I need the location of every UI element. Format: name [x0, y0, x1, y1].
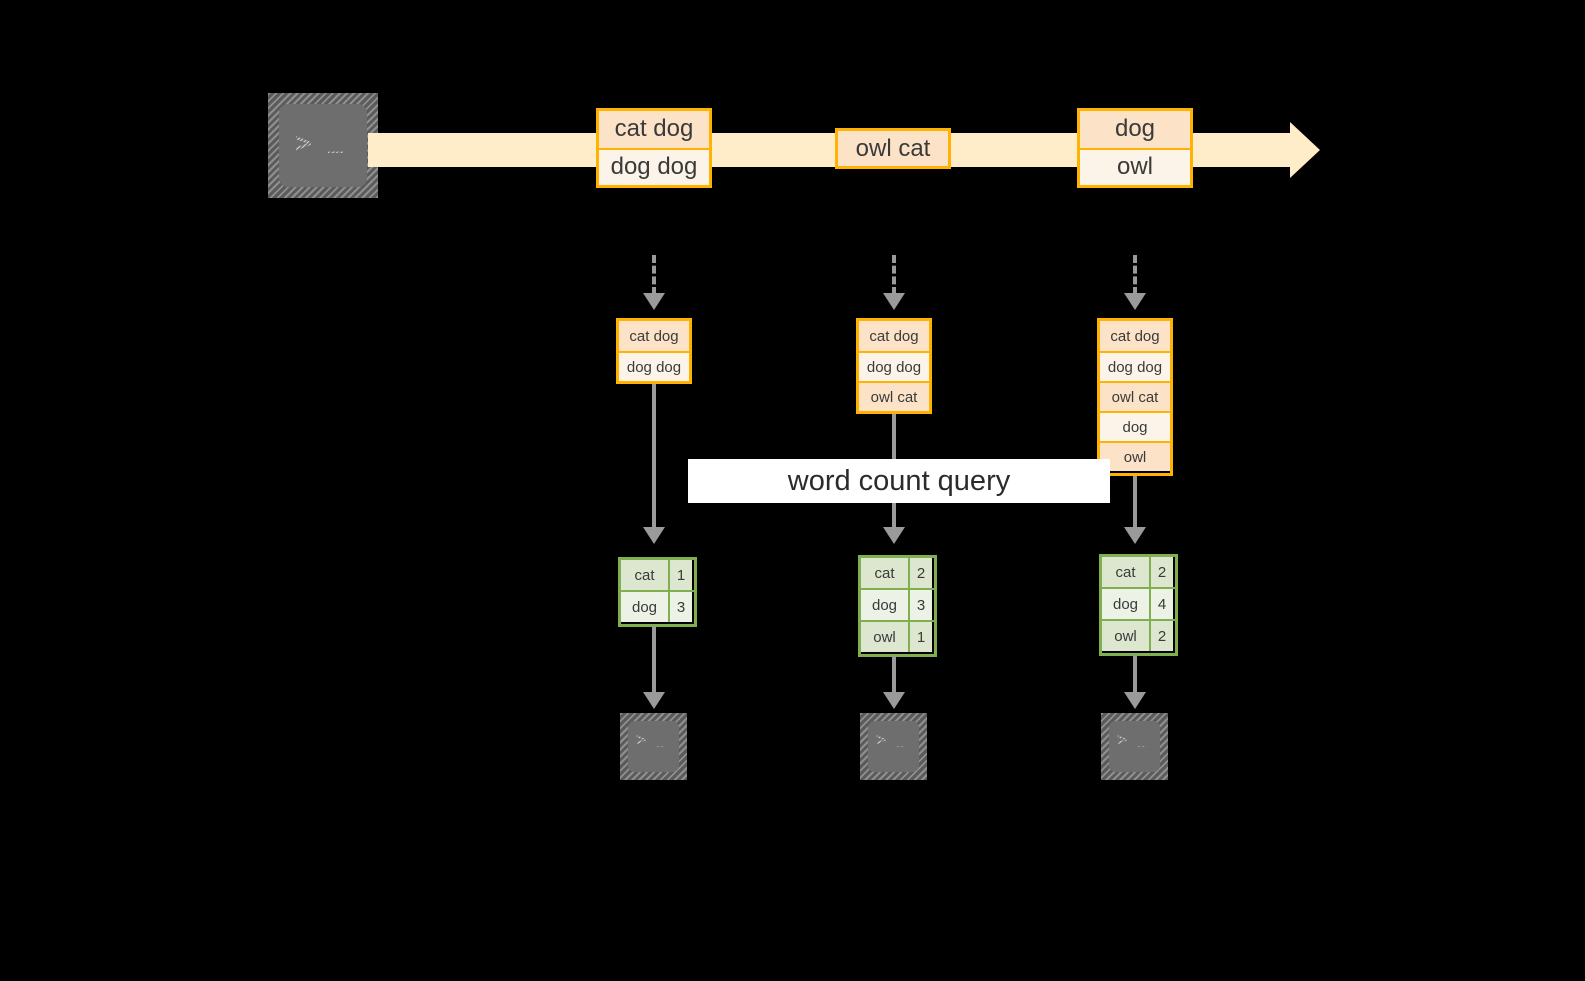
snapshot-3-result-table[interactable]: cat 2 dog 4 owl 2 — [1099, 554, 1178, 656]
sink-terminal-prompt-icon: > — [636, 730, 648, 750]
sink-terminal-cursor-icon: _ — [1137, 729, 1148, 748]
stream-event-cell: cat dog — [599, 111, 709, 148]
snapshot-1-query-line — [652, 384, 656, 529]
result-count: 3 — [668, 592, 692, 622]
result-word: cat — [861, 558, 908, 588]
snapshot-1-query-arrowhead — [643, 527, 665, 544]
sink-terminal-cursor-icon: _ — [896, 729, 907, 748]
snapshot-3-dashed-connector — [1133, 255, 1137, 295]
snapshot-2-sink-arrowhead — [883, 692, 905, 709]
result-count: 3 — [908, 590, 932, 620]
snapshot-1-input-cell: dog dog — [619, 351, 689, 381]
snapshot-2-input-cell: owl cat — [859, 381, 929, 411]
result-count: 1 — [668, 560, 692, 590]
stream-event-cell: dog dog — [599, 147, 709, 185]
result-word: dog — [861, 590, 908, 620]
table-row: owl 1 — [861, 620, 934, 652]
snapshot-3-query-arrowhead — [1124, 527, 1146, 544]
query-label-text: word count query — [787, 464, 1011, 497]
snapshot-1-result-table[interactable]: cat 1 dog 3 — [618, 557, 697, 627]
sink-terminal-body — [868, 721, 919, 772]
query-label: word count query — [688, 459, 1110, 503]
result-count: 2 — [908, 558, 932, 588]
source-terminal-cursor-icon: _ — [328, 125, 345, 155]
source-terminal-body — [279, 104, 367, 187]
sink-terminal-prompt-icon: > — [1117, 730, 1129, 750]
stream-event-box-2[interactable]: owl cat — [835, 128, 951, 169]
snapshot-1-dashed-connector — [652, 255, 656, 295]
sink-terminal-body — [1109, 721, 1160, 772]
table-row: owl 2 — [1102, 619, 1175, 651]
snapshot-3-input-box[interactable]: cat dog dog dog owl cat dog owl — [1097, 318, 1173, 476]
table-row: cat 2 — [861, 558, 934, 588]
table-row: dog 3 — [621, 590, 694, 622]
result-count: 2 — [1149, 557, 1173, 587]
stream-event-box-3[interactable]: dog owl — [1077, 108, 1193, 188]
snapshot-1-dashed-arrowhead — [643, 293, 665, 310]
source-terminal-icon: > _ — [268, 93, 378, 198]
snapshot-3-sink-line — [1133, 655, 1137, 694]
snapshot-3-dashed-arrowhead — [1124, 293, 1146, 310]
snapshot-2-input-cell: dog dog — [859, 351, 929, 381]
snapshot-3-query-line — [1133, 476, 1137, 529]
sink-terminal-body — [628, 721, 679, 772]
stream-event-box-1[interactable]: cat dog dog dog — [596, 108, 712, 188]
result-word: dog — [1102, 589, 1149, 619]
source-terminal-prompt-icon: > — [295, 126, 313, 159]
snapshot-1-input-box[interactable]: cat dog dog dog — [616, 318, 692, 384]
result-word: owl — [1102, 621, 1149, 651]
snapshot-3-input-cell: owl — [1100, 441, 1170, 471]
snapshot-3-input-cell: owl cat — [1100, 381, 1170, 411]
snapshot-3-input-cell: dog dog — [1100, 351, 1170, 381]
table-row: dog 4 — [1102, 587, 1175, 619]
snapshot-3-sink-arrowhead — [1124, 692, 1146, 709]
stream-event-cell: dog — [1080, 111, 1190, 148]
snapshot-1-input-cell: cat dog — [619, 321, 689, 351]
snapshot-2-sink-line — [892, 656, 896, 694]
stream-event-cell: owl — [1080, 147, 1190, 185]
snapshot-2-input-box[interactable]: cat dog dog dog owl cat — [856, 318, 932, 414]
stream-event-cell: owl cat — [838, 131, 948, 166]
result-word: owl — [861, 622, 908, 652]
snapshot-2-dashed-connector — [892, 255, 896, 295]
snapshot-2-result-table[interactable]: cat 2 dog 3 owl 1 — [858, 555, 937, 657]
result-count: 2 — [1149, 621, 1173, 651]
sink-terminal-prompt-icon: > — [876, 730, 888, 750]
snapshot-2-query-arrowhead — [883, 527, 905, 544]
result-word: dog — [621, 592, 668, 622]
result-count: 4 — [1149, 589, 1173, 619]
sink-terminal-cursor-icon: _ — [656, 729, 667, 748]
result-count: 1 — [908, 622, 932, 652]
snapshot-2-dashed-arrowhead — [883, 293, 905, 310]
snapshot-2-sink-terminal-icon: > _ — [860, 713, 927, 780]
snapshot-1-sink-line — [652, 626, 656, 694]
snapshot-3-input-cell: cat dog — [1100, 321, 1170, 351]
snapshot-2-input-cell: cat dog — [859, 321, 929, 351]
table-row: cat 2 — [1102, 557, 1175, 587]
result-word: cat — [621, 560, 668, 590]
snapshot-3-input-cell: dog — [1100, 411, 1170, 441]
table-row: cat 1 — [621, 560, 694, 590]
result-word: cat — [1102, 557, 1149, 587]
snapshot-1-sink-terminal-icon: > _ — [620, 713, 687, 780]
snapshot-1-sink-arrowhead — [643, 692, 665, 709]
table-row: dog 3 — [861, 588, 934, 620]
snapshot-3-sink-terminal-icon: > _ — [1101, 713, 1168, 780]
